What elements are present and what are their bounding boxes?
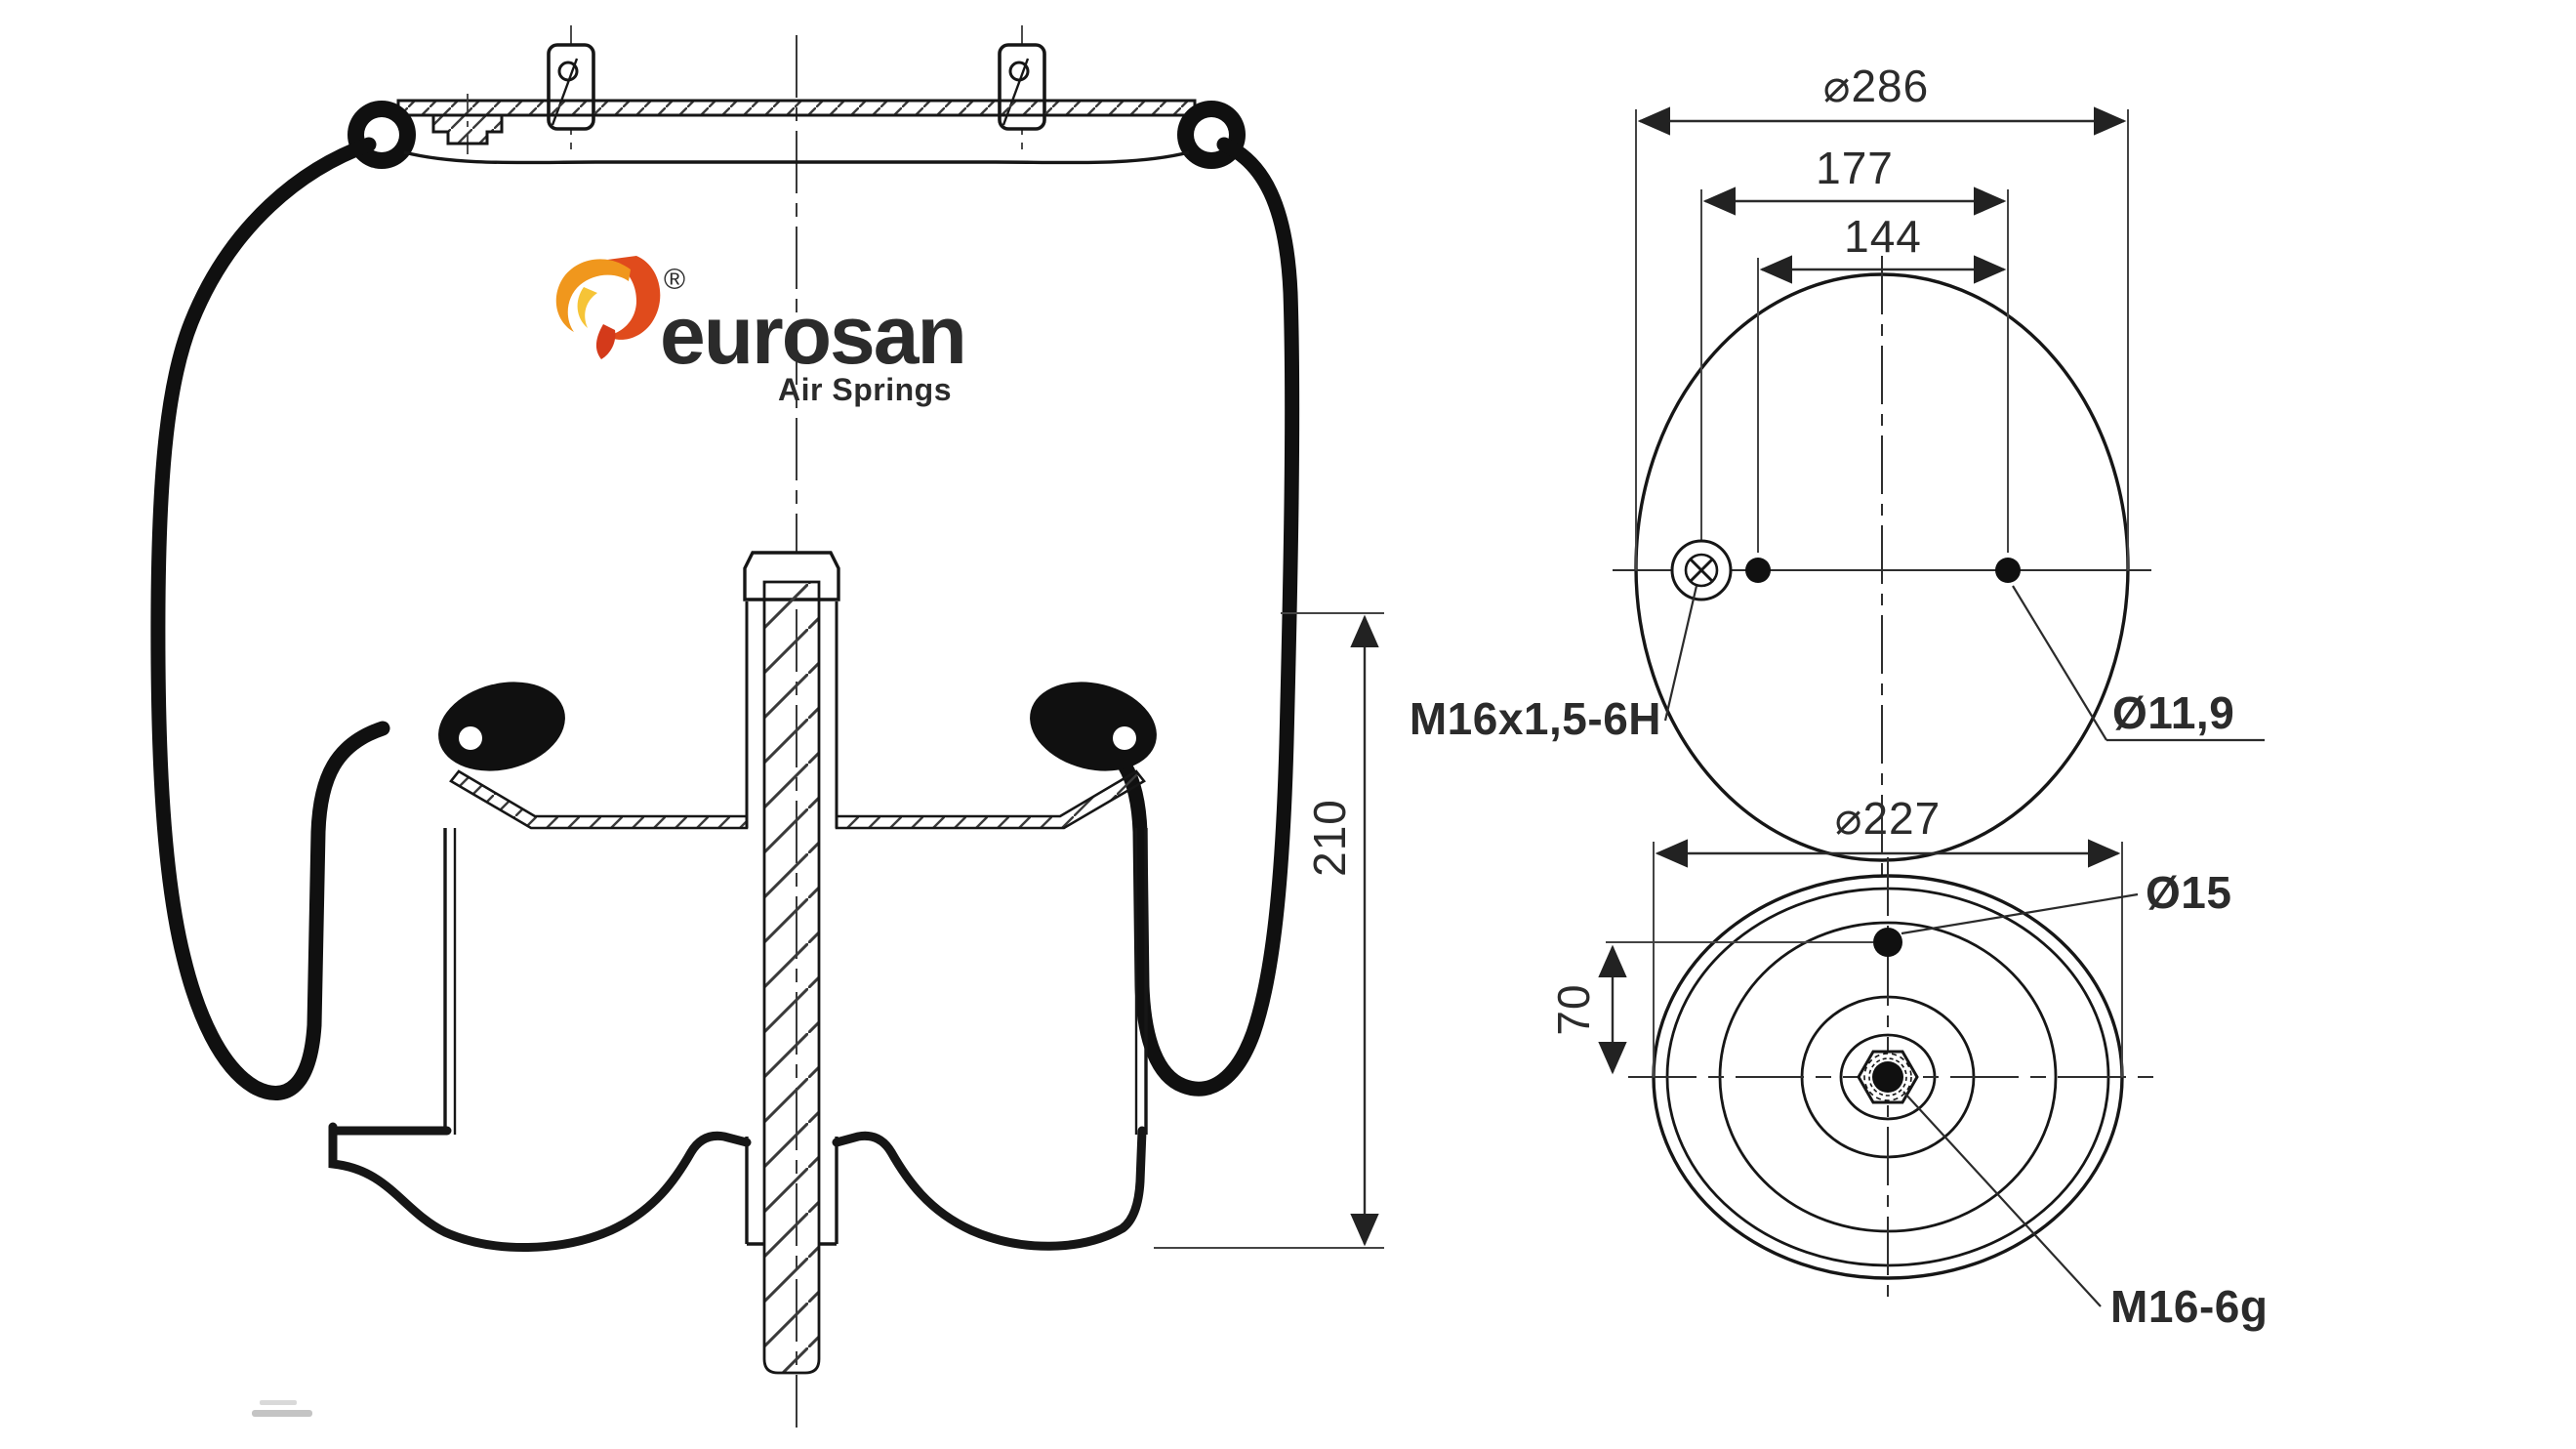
mounting-stud-left <box>547 25 595 150</box>
stud-hole-right <box>1995 558 2021 583</box>
logo-brand: eurosan <box>660 289 965 381</box>
top-view: ⌀286 177 144 M16x1,5-6H Ø11,9 <box>1410 61 2265 879</box>
logo-tagline: Air Springs <box>778 372 952 407</box>
logo-trademark: ® <box>664 264 685 296</box>
center-stud-hex <box>1857 1050 1919 1104</box>
fine-print-smudge <box>252 1400 312 1417</box>
d15-label: Ø15 <box>2146 867 2231 918</box>
bellows-wall-left <box>150 137 390 1100</box>
dim-210-text: 210 <box>1304 799 1355 877</box>
dim-286-text: ⌀286 <box>1823 61 1929 111</box>
threaded-port-symbol <box>1670 539 1733 601</box>
m16-6g-label: M16-6g <box>2110 1281 2268 1332</box>
dim-227: ⌀227 <box>1653 793 2123 1077</box>
piston <box>328 551 1148 1375</box>
callout-m16-6g: M16-6g <box>1902 1091 2268 1332</box>
logo-swirl-icon <box>555 256 661 359</box>
logo: ® eurosan Air Springs <box>555 256 967 407</box>
air-fitting <box>431 94 504 160</box>
callout-hole-dia: Ø11,9 <box>2012 585 2265 742</box>
dim-210: 210 <box>1154 612 1384 1249</box>
center-rod <box>762 580 821 1375</box>
thread-label: M16x1,5-6H <box>1410 693 1661 744</box>
offset-hole <box>1873 928 1902 957</box>
dim-227-text: ⌀227 <box>1835 793 1941 844</box>
stud-hole-left <box>1745 558 1771 583</box>
dim-144-text: 144 <box>1844 211 1922 262</box>
piston-base <box>328 1122 1147 1252</box>
dim-144: 144 <box>1759 211 2007 284</box>
dim-286: ⌀286 <box>1637 61 2127 136</box>
bellows-wall-right <box>1068 137 1300 1097</box>
bellows-roll-left <box>438 682 565 771</box>
bellows-top-surface <box>403 150 1190 165</box>
callout-d15: Ø15 <box>1901 867 2231 935</box>
mounting-stud-right <box>998 25 1046 150</box>
callout-thread: M16x1,5-6H <box>1410 585 1698 744</box>
side-view-cross-section: 210 <box>150 25 1384 1428</box>
dim-70: 70 <box>1548 944 1627 1075</box>
dim-70-text: 70 <box>1548 983 1599 1035</box>
bottom-view: ⌀227 70 Ø15 M16-6g <box>1548 793 2268 1332</box>
bellows-roll-right <box>1030 682 1157 771</box>
hole-dia-label: Ø11,9 <box>2112 687 2234 738</box>
dim-177-text: 177 <box>1816 143 1894 193</box>
dim-177: 177 <box>1702 143 2007 216</box>
